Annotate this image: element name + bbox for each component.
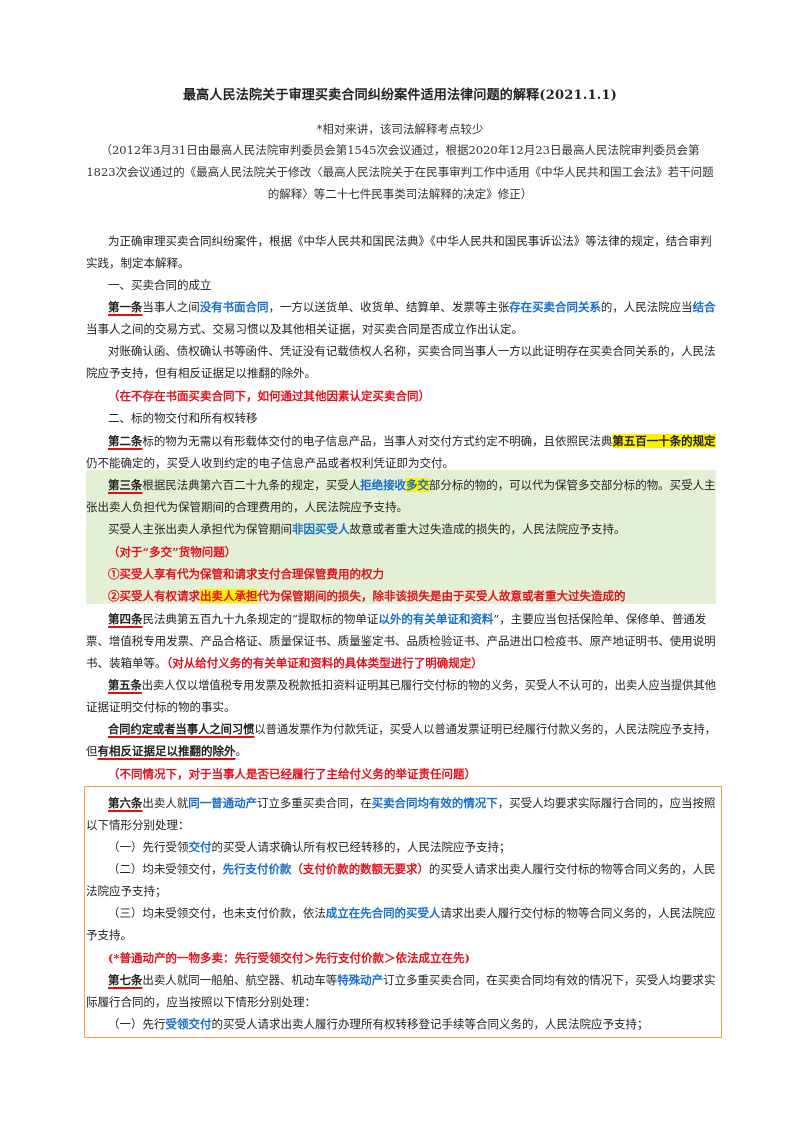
keyword: 第五百一十条的规定 <box>612 434 716 448</box>
text: 的买受人请求出卖人履行办理所有权转移登记手续等合同义务的，人民法院应予支持； <box>211 1017 649 1031</box>
intro-line-2: 实践，制定本解释。 <box>86 256 190 270</box>
article-5-label: 第五条 <box>108 678 142 692</box>
article-4-line-3: 书、装箱单等。（对从给付义务的有关单证和资料的具体类型进行了明确规定） <box>86 652 483 674</box>
keyword: 拒绝接收 <box>360 478 407 492</box>
keyword: 同一普通动产 <box>188 796 258 810</box>
text: 民法典第五百九十九条规定的“提取标的物单证 <box>142 612 379 626</box>
keyword: 出卖人承担 <box>200 589 258 603</box>
article-5-line-1: 第五条出卖人仅以增值税专用发票及税款抵扣资料证明其已履行交付标的物的义务，买受人… <box>108 674 716 696</box>
text: 以普通发票作为付款凭证，买受人以普通发票证明已经履行付款义务的，人民法院应予支持… <box>254 722 717 736</box>
text: 。 <box>235 744 248 758</box>
article-3-para-2: 买受人主张出卖人承担代为保管期间非因买受人故意或者重大过失造成的损失的，人民法院… <box>108 518 626 540</box>
text: ”，主要应当包括保险单、保修单、普通发 <box>493 612 707 626</box>
adoption-note: （2012年3月31日由最高人民法院审判委员会第1545次会议通过，根据2020… <box>86 143 714 201</box>
article-6-item-2-cont: 法院应予支持； <box>86 884 167 898</box>
article-6-item-2: （二）均未受领交付，先行支付价款（支付价款的数额无要求）的买受人请求出卖人履行交… <box>108 858 715 880</box>
article-6-item-1: （一）先行受领交付的买受人请求确认所有权已经转移的，人民法院应予支持； <box>108 836 511 858</box>
text: 订立多重买卖合同，在 <box>257 796 372 810</box>
article-2-label: 第二条 <box>108 434 143 448</box>
document-title: 最高人民法院关于审理买卖合同纠纷案件适用法律问题的解释(2021.1.1) <box>182 88 618 103</box>
intro-line-1: 为正确审理买卖合同纠纷案件，根据《中华人民共和国民法典》《中华人民共和国民事诉讼… <box>108 234 712 248</box>
text: 请求出卖人履行交付标的物等合同义务的，人民法院应 <box>440 906 716 920</box>
text: 部分标的物的，可以代为保管多交部分标的物。买受人主 <box>428 478 716 492</box>
article-4-line-1: 第四条民法典第五百九十九条规定的“提取标的物单证以外的有关单证和资料”，主要应当… <box>108 608 706 630</box>
section-heading-1: 一、买卖合同的成立 <box>108 278 212 292</box>
keyword: 没有书面合同 <box>199 300 269 314</box>
article-1-line-1: 第一条当事人之间没有书面合同，一方以送货单、收货单、结算单、发票等主张存在买卖合… <box>108 296 715 318</box>
keyword: 先行支付价款 <box>222 862 292 876</box>
article-3-label: 第三条 <box>108 478 143 492</box>
highlight-box-article-3 <box>86 470 716 604</box>
article-4-remark: （对从给付义务的有关单证和资料的具体类型进行了明确规定） <box>166 656 483 670</box>
article-1-label: 第一条 <box>108 300 143 314</box>
article-1-para-2-line-1: 对账确认函、债权确认书等函件、凭证没有记载债权人名称，买卖合同当事人一方以此证明… <box>108 344 716 358</box>
text: 故意或者重大过失造成的损失的，人民法院应予支持。 <box>349 522 626 536</box>
article-6-line-1: 第六条出卖人就同一普通动产订立多重买卖合同，在买卖合同均有效的情况下，买受人均要… <box>108 792 715 814</box>
article-6-item-3: （三）均未受领交付，也未支付价款，依法成立在先合同的买受人请求出卖人履行交付标的… <box>108 902 715 924</box>
text: 出卖人就同一船舶、航空器、机动车等 <box>142 973 338 987</box>
text: 书、装箱单等。 <box>86 656 167 670</box>
text: （一）先行 <box>108 1017 166 1031</box>
keyword: 存在买卖合同关系 <box>509 300 601 314</box>
keyword: 多交 <box>406 478 429 492</box>
text: ，一方以送货单、收货单、结算单、发票等主张 <box>268 300 510 314</box>
text: 标的物为无需以有形载体交付的电子信息产品，当事人对交付方式约定不明确，且依照民法… <box>142 434 613 448</box>
article-4-label: 第四条 <box>108 612 143 626</box>
keyword: 合同约定或者当事人之间习惯 <box>108 722 255 736</box>
text: 根据民法典第六百二十九条的规定，买受人 <box>142 478 361 492</box>
text: 买受人主张出卖人承担代为保管期间 <box>108 522 292 536</box>
article-3-remark-1: （对于“多交”货物问题） <box>108 545 237 559</box>
keyword: 买卖合同均有效的情况下 <box>371 796 498 810</box>
article-6-item-3-cont: 予支持。 <box>86 928 132 942</box>
text: 出卖人仅以增值税专用发票及税款抵扣资料证明其已履行交付标的物的义务，买受人不认可… <box>141 678 717 692</box>
keyword: 特殊动产 <box>337 973 384 987</box>
keyword: 结合 <box>692 300 716 314</box>
text: 订立多重买卖合同，在买卖合同均有效的情况下，买受人均要求实 <box>383 973 716 987</box>
text: 但 <box>86 744 98 758</box>
article-4-line-2: 票、增值税专用发票、产品合格证、质量保证书、质量鉴定书、品质检验证书、产品进出口… <box>86 634 716 648</box>
article-3-line-2: 张出卖人负担代为保管期间的合理费用的，人民法院应予支持。 <box>86 500 408 514</box>
keyword: 以外的有关单证和资料 <box>378 612 494 626</box>
text: 的，人民法院应当 <box>600 300 693 314</box>
text: ②买受人有权请求 <box>108 589 200 603</box>
keyword: 非因买受人 <box>292 522 350 536</box>
text: 的买受人请求确认所有权已经转移的，人民法院应予支持； <box>211 840 511 854</box>
article-1-para-2-line-2: 院应予支持，但有相反证据足以推翻的除外。 <box>86 366 316 380</box>
text: 出卖人就 <box>142 796 189 810</box>
document-subtitle: *相对来讲，该司法解释考点较少 <box>316 122 484 136</box>
article-3-line-1: 第三条根据民法典第六百二十九条的规定，买受人拒绝接收多交部分标的物的，可以代为保… <box>108 474 715 496</box>
article-7-item-1: （一）先行受领交付的买受人请求出卖人履行办理所有权转移登记手续等合同义务的，人民… <box>108 1013 649 1035</box>
remark: （支付价款的数额无要求） <box>291 862 429 876</box>
text: （二）均未受领交付， <box>108 862 223 876</box>
article-5-remark: （不同情况下，对于当事人是否已经履行了主给付义务的举证责任问题） <box>108 767 476 781</box>
keyword: 受领交付 <box>165 1017 212 1031</box>
article-7-label: 第七条 <box>108 973 143 987</box>
article-7-line-1: 第七条出卖人就同一船舶、航空器、机动车等特殊动产订立多重买卖合同，在买卖合同均有… <box>108 969 715 991</box>
text: ，买受人均要求实际履行合同的，应当按照 <box>497 796 716 810</box>
keyword: 有相反证据足以推翻的除外 <box>97 744 236 758</box>
text: （一）先行受领 <box>108 840 189 854</box>
article-1-line-2: 当事人之间的交易方式、交易习惯以及其他相关证据，对买卖合同是否成立作出认定。 <box>86 322 523 336</box>
article-2-line-1: 第二条标的物为无需以有形载体交付的电子信息产品，当事人对交付方式约定不明确，且依… <box>108 430 716 452</box>
section-heading-2: 二、标的物交付和所有权转移 <box>108 411 258 425</box>
article-5-para-2-line-2: 但有相反证据足以推翻的除外。 <box>86 740 247 762</box>
article-6-line-2: 以下情形分别处理： <box>86 818 190 832</box>
article-3-remark-2: ①买受人享有代为保管和请求支付合理保管费用的权力 <box>108 567 384 581</box>
article-3-remark-3: ②买受人有权请求出卖人承担代为保管期间的损失，除非该损失是由于买受人故意或者重大… <box>108 585 626 607</box>
article-5-line-2: 证据证明交付标的物的事实。 <box>86 700 236 714</box>
keyword: 交付 <box>188 840 212 854</box>
article-5-para-2-line-1: 合同约定或者当事人之间习惯以普通发票作为付款凭证，买受人以普通发票证明已经履行付… <box>108 718 716 740</box>
text: 代为保管期间的损失，除非该损失是由于买受人故意或者重大过失造成的 <box>257 589 626 603</box>
article-7-line-2: 际履行合同的，应当按照以下情形分别处理： <box>86 995 316 1009</box>
article-2-line-2: 仍不能确定的，买受人收到约定的电子信息产品或者权利凭证即为交付。 <box>86 456 454 470</box>
keyword: 成立在先合同的买受人 <box>325 906 441 920</box>
text: （三）均未受领交付，也未支付价款，依法 <box>108 906 326 920</box>
article-1-remark: （在不存在书面买卖合同下，如何通过其他因素认定买卖合同） <box>108 389 430 403</box>
highlight-box-article-6-7 <box>84 786 722 1038</box>
text: 的买受人请求出卖人履行交付标的物等合同义务的，人民 <box>428 862 716 876</box>
text: 当事人之间 <box>142 300 200 314</box>
article-6-label: 第六条 <box>108 796 143 810</box>
article-6-remark: (*普通动产的一物多卖：先行受领交付＞先行支付价款＞依法成立在先) <box>108 951 470 965</box>
